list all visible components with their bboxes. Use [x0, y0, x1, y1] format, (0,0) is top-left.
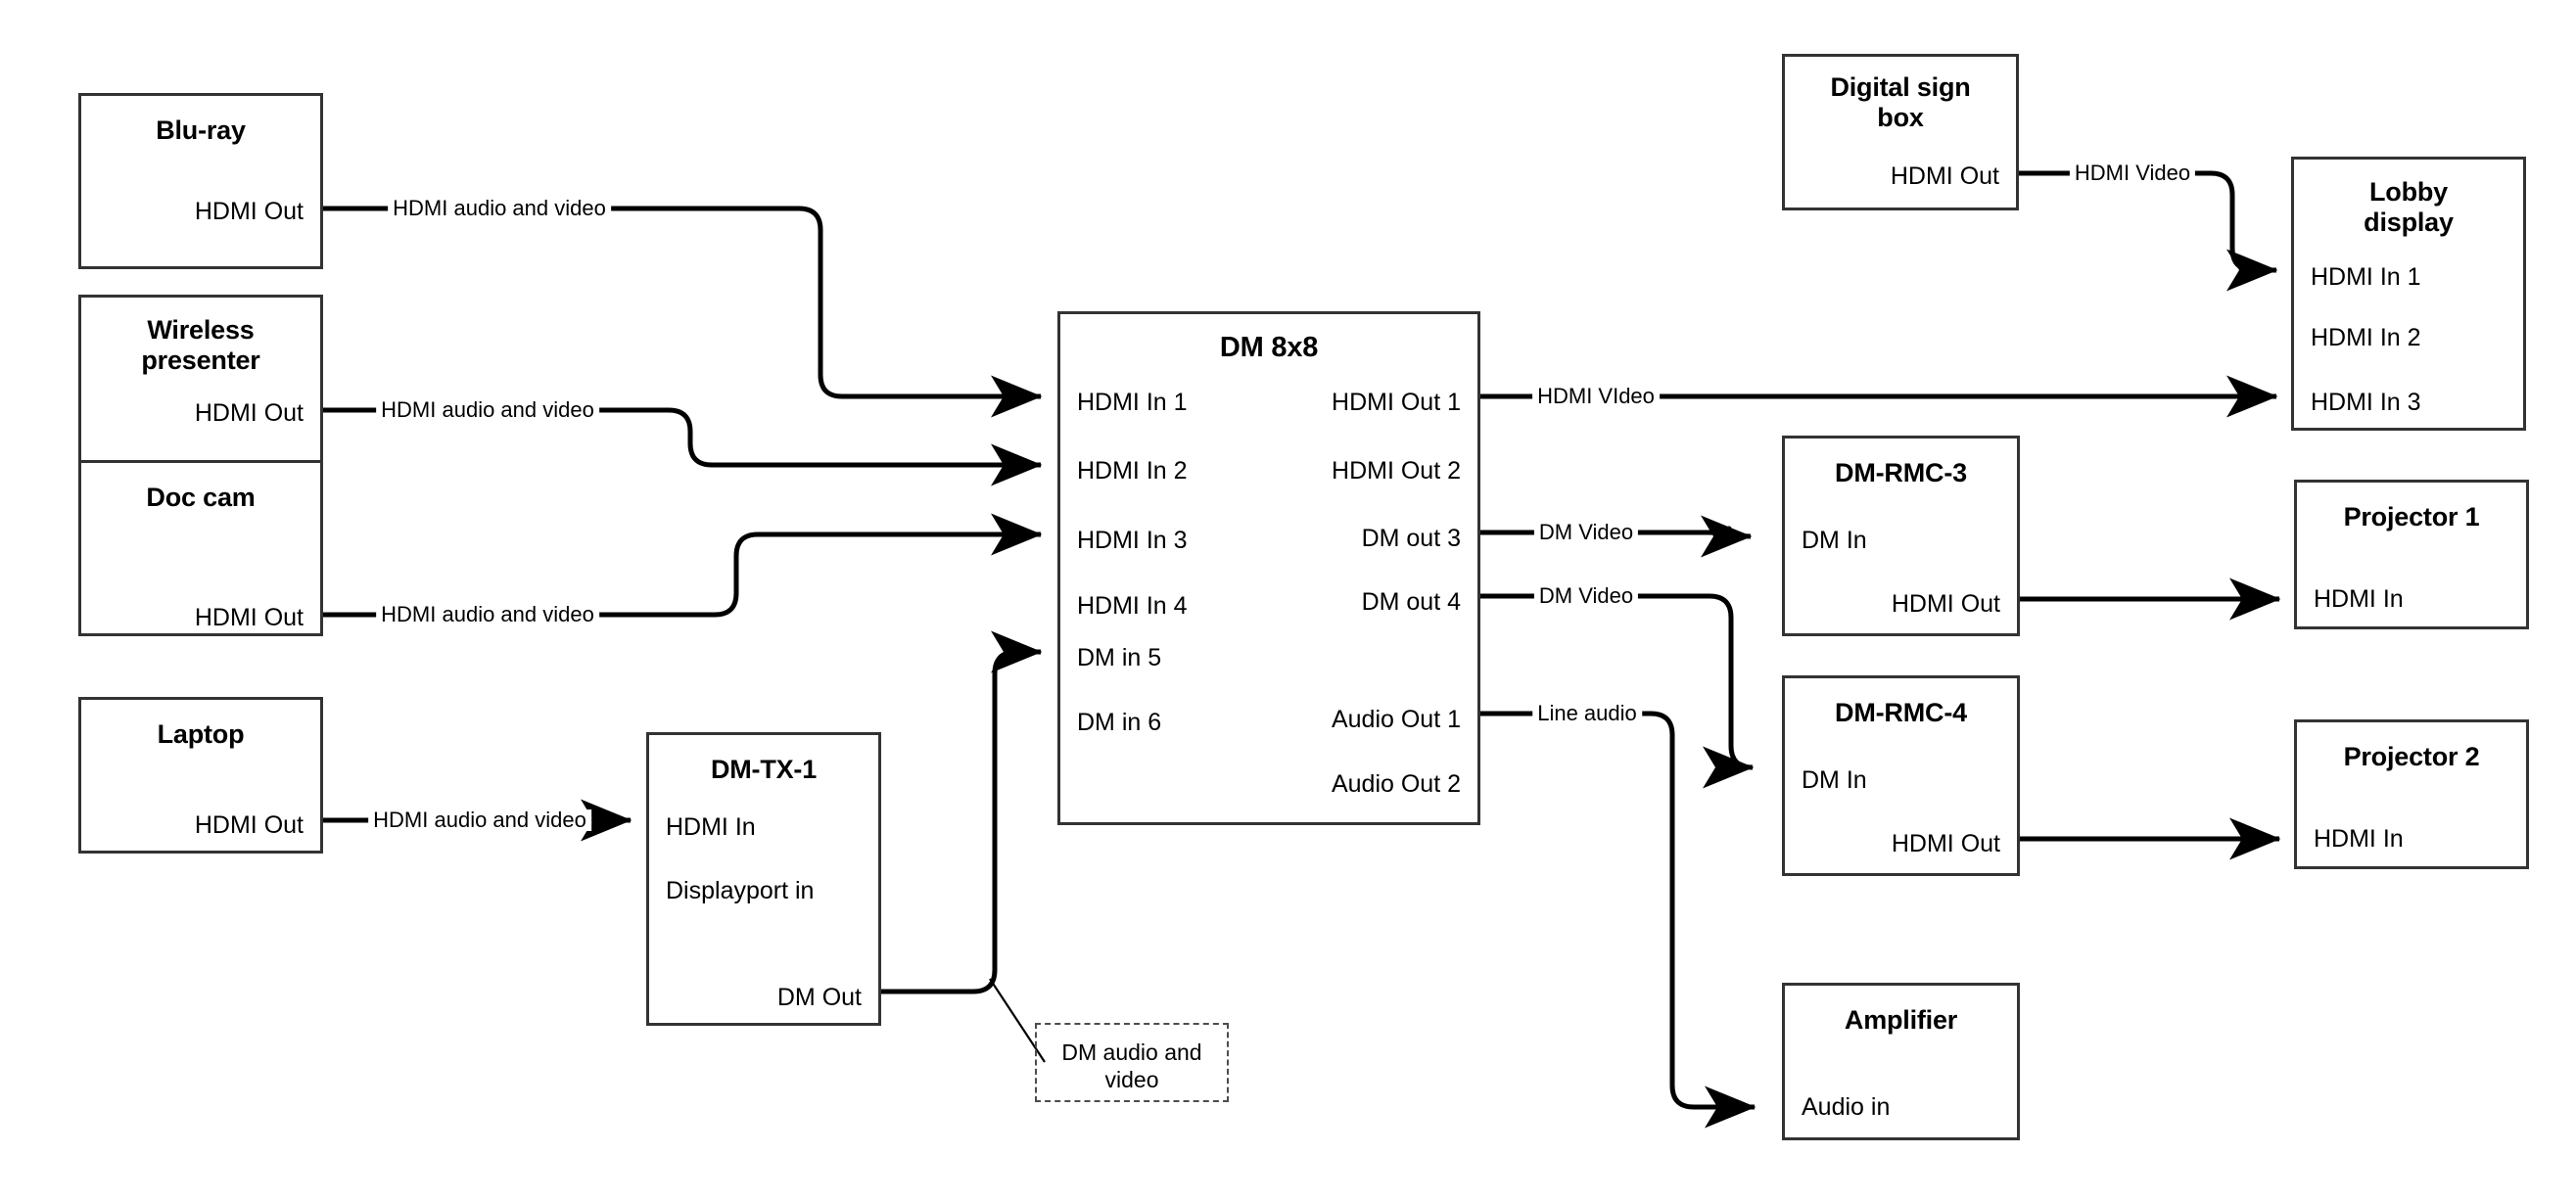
port-audio-in: Audio in [1802, 1093, 1891, 1121]
port-hdmi-in-2: HDMI In 2 [1077, 457, 1188, 485]
port-dm-out: DM Out [776, 984, 862, 1011]
port-dm-in: DM In [1802, 527, 1867, 554]
wire-label-bluray: HDMI audio and video [388, 198, 611, 219]
node-digital-sign-box[interactable]: Digital sign box HDMI Out [1782, 54, 2019, 210]
wire-label-laptop: HDMI audio and video [368, 809, 591, 831]
port-dm-in-6: DM in 6 [1077, 709, 1162, 736]
node-title: Wireless presenter [141, 315, 260, 376]
node-title: Projector 1 [2343, 502, 2480, 531]
wire-dm-audioout1-to-amplifier [1480, 711, 1756, 1129]
port-hdmi-out: HDMI Out [1891, 830, 2000, 857]
port-hdmi-in-3: HDMI In 3 [2311, 389, 2421, 416]
node-title: Amplifier [1844, 1005, 1958, 1035]
port-audio-out-1: Audio Out 1 [1331, 706, 1461, 733]
node-amplifier[interactable]: Amplifier Audio in [1782, 983, 2020, 1140]
wire-label-wireless: HDMI audio and video [376, 399, 599, 421]
node-dm-tx-1[interactable]: DM-TX-1 HDMI In Displayport in DM Out [646, 732, 881, 1026]
port-hdmi-out-2: HDMI Out 2 [1332, 457, 1461, 485]
node-title: Laptop [157, 719, 245, 749]
port-hdmi-in: HDMI In [2314, 825, 2404, 853]
node-dm-8x8[interactable]: DM 8x8 HDMI In 1 HDMI In 2 HDMI In 3 HDM… [1057, 311, 1480, 825]
node-projector-2[interactable]: Projector 2 HDMI In [2294, 719, 2529, 869]
wire-label-line-audio: Line audio [1532, 703, 1642, 724]
wire-dm-out3-to-rmc3 [1480, 515, 1753, 558]
port-hdmi-out-1: HDMI Out 1 [1332, 389, 1461, 416]
wire-label-sign-hdmi-video: HDMI Video [2069, 162, 2196, 184]
wire-bluray-to-dm-in1 [323, 206, 1043, 418]
port-hdmi-out: HDMI Out [194, 811, 304, 839]
wire-tx-to-dm-in5 [881, 630, 1043, 994]
port-dm-in-5: DM in 5 [1077, 644, 1162, 671]
wire-label-doccam: HDMI audio and video [376, 604, 599, 625]
callout-dm-audio-and-video: DM audio and video [1035, 1023, 1229, 1102]
port-hdmi-out: HDMI Out [194, 198, 304, 225]
node-title: DM 8x8 [1219, 332, 1319, 363]
node-dm-rmc-3[interactable]: DM-RMC-3 DM In HDMI Out [1782, 436, 2020, 636]
node-laptop[interactable]: Laptop HDMI Out [78, 697, 323, 854]
node-title: Digital sign box [1830, 72, 1971, 133]
port-displayport-in: Displayport in [666, 877, 815, 904]
port-hdmi-in-1: HDMI In 1 [1077, 389, 1188, 416]
node-title: DM-RMC-3 [1835, 458, 1967, 487]
wire-wireless-to-dm-in2 [323, 407, 1043, 486]
wire-doccam-to-dm-in3 [323, 513, 1043, 618]
port-audio-out-2: Audio Out 2 [1331, 770, 1461, 798]
node-title: DM-RMC-4 [1835, 698, 1967, 727]
callout-text: DM audio and video [1061, 1039, 1202, 1093]
wire-label-dm-video-out3: DM Video [1533, 522, 1639, 543]
node-doc-cam[interactable]: Doc cam HDMI Out [78, 460, 323, 636]
node-title: DM-TX-1 [710, 755, 818, 784]
port-hdmi-in-3: HDMI In 3 [1077, 527, 1188, 554]
port-hdmi-out: HDMI Out [194, 604, 304, 631]
node-dm-rmc-4[interactable]: DM-RMC-4 DM In HDMI Out [1782, 675, 2020, 876]
port-hdmi-in-2: HDMI In 2 [2311, 324, 2421, 351]
port-dm-out-3: DM out 3 [1361, 525, 1461, 552]
node-wireless-presenter[interactable]: Wireless presenter HDMI Out [78, 295, 323, 471]
node-title: Projector 2 [2343, 742, 2480, 771]
port-hdmi-out: HDMI Out [1891, 590, 2000, 618]
port-hdmi-in-1: HDMI In 1 [2311, 263, 2421, 291]
wire-dm-out4-to-rmc4 [1480, 593, 1755, 789]
port-dm-out-4: DM out 4 [1361, 588, 1461, 616]
node-title: Blu-ray [156, 115, 246, 145]
port-hdmi-in: HDMI In [666, 813, 756, 841]
node-title: Doc cam [146, 483, 256, 512]
port-dm-in: DM In [1802, 766, 1867, 794]
node-projector-1[interactable]: Projector 1 HDMI In [2294, 480, 2529, 629]
wire-sign-to-lobby-in1 [2019, 170, 2278, 292]
node-title: Lobby display [2364, 177, 2454, 238]
port-hdmi-out: HDMI Out [194, 399, 304, 427]
port-hdmi-out: HDMI Out [1890, 162, 1999, 190]
node-blu-ray[interactable]: Blu-ray HDMI Out [78, 93, 323, 269]
wire-label-dm-video-out4: DM Video [1533, 585, 1639, 607]
wire-label-hdmi-video-out1: HDMI VIdeo [1532, 386, 1660, 407]
port-hdmi-in-4: HDMI In 4 [1077, 592, 1188, 620]
port-hdmi-in: HDMI In [2314, 585, 2404, 613]
node-lobby-display[interactable]: Lobby display HDMI In 1 HDMI In 2 HDMI I… [2291, 157, 2526, 431]
